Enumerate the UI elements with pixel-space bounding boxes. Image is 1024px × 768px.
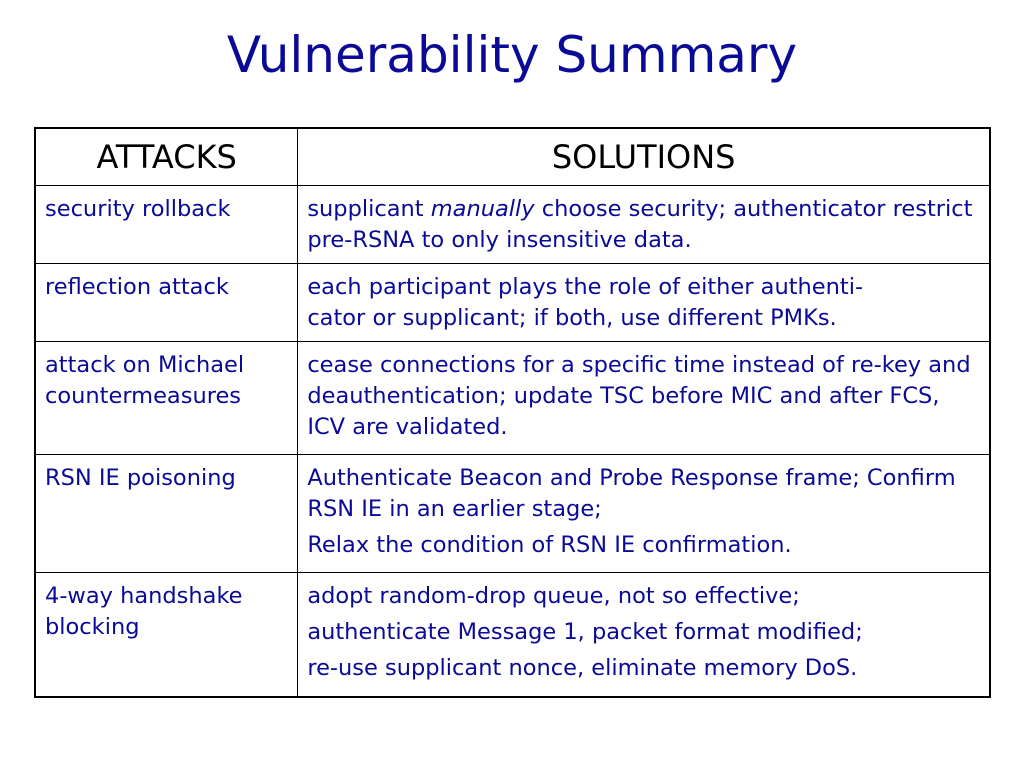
table-row: security rollback supplicant manually ch… [34, 185, 991, 264]
solution-cell: Authenticate Beacon and Probe Response f… [297, 454, 991, 573]
vulnerability-table: ATTACKS SOLUTIONS security rollback supp… [34, 127, 991, 698]
solution-line: re-use supplicant nonce, eliminate memor… [307, 655, 858, 681]
solution-line: authenticate Message 1, packet format mo… [307, 619, 863, 645]
attack-cell: 4-way handshake blocking [34, 572, 299, 697]
solution-text: supplicant [307, 196, 431, 222]
table-header-row: ATTACKS SOLUTIONS [34, 127, 991, 186]
table-row: RSN IE poisoning Authenticate Beacon and… [34, 454, 991, 573]
table-row: attack on Michael countermeasures cease … [34, 341, 991, 455]
solution-line: cator or supplicant; if both, use differ… [307, 305, 837, 331]
solution-line: cease connections for a specific time in… [307, 352, 971, 440]
header-solutions: SOLUTIONS [297, 127, 991, 186]
solution-cell: each participant plays the role of eithe… [297, 263, 991, 342]
slide-title: Vulnerability Summary [226, 26, 798, 84]
solution-cell: supplicant manually choose security; aut… [297, 185, 991, 264]
solution-line: Relax the condition of RSN IE confirmati… [307, 532, 792, 558]
attack-cell: attack on Michael countermeasures [34, 341, 299, 455]
solution-line: Authenticate Beacon and Probe Response f… [307, 465, 956, 522]
table-row: 4-way handshake blocking adopt random-dr… [34, 572, 991, 697]
solution-cell: adopt random-drop queue, not so effectiv… [297, 572, 991, 697]
header-attacks: ATTACKS [34, 127, 299, 186]
solution-line: each participant plays the role of eithe… [307, 274, 864, 300]
attack-cell: security rollback [34, 185, 299, 264]
solution-cell: cease connections for a specific time in… [297, 341, 991, 455]
attack-cell: RSN IE poisoning [34, 454, 299, 573]
solution-text: choose security; authenticator restrict … [307, 196, 973, 253]
solution-emphasis: manually [430, 196, 535, 222]
table-row: reflection attack each participant plays… [34, 263, 991, 342]
solution-line: adopt random-drop queue, not so effectiv… [307, 583, 800, 609]
attack-cell: reflection attack [34, 263, 299, 342]
